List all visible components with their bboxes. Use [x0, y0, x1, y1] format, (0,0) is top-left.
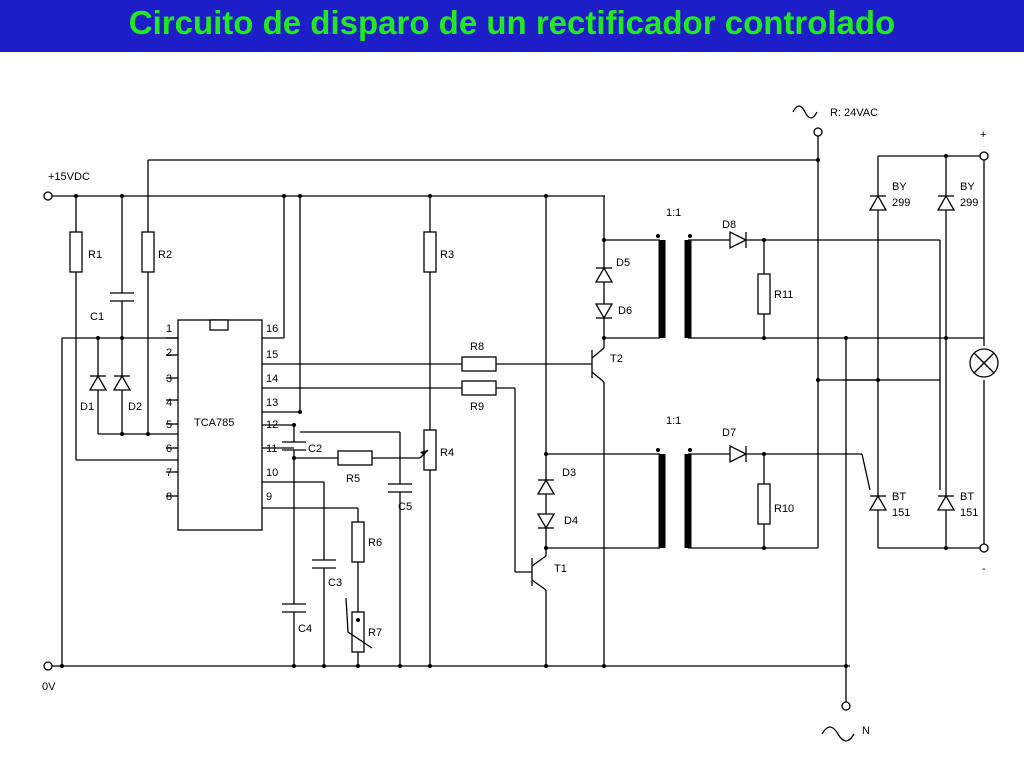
t1-label: T1 — [554, 563, 567, 575]
bt-bot-right-1: BT — [960, 491, 974, 503]
d1-label: D1 — [80, 401, 94, 413]
ic-pin-right: 14 — [266, 373, 278, 385]
bt-bot-right-2: 151 — [960, 507, 978, 519]
c1-label: C1 — [90, 311, 104, 323]
ic-pin-left: 7 — [166, 467, 172, 479]
d6-label: D6 — [618, 305, 632, 317]
t2-label: T2 — [610, 353, 623, 365]
r11-label: R11 — [774, 289, 793, 301]
ic-label: TCA785 — [194, 417, 234, 429]
ratio-bottom-label: 1:1 — [666, 415, 681, 427]
by-top-right-1: BY — [960, 181, 975, 193]
bt-bot-left-2: 151 — [892, 507, 910, 519]
bt-bot-left-1: BT — [892, 491, 906, 503]
r1-label: R1 — [88, 249, 102, 261]
ac-top-label: R: 24VAC — [830, 107, 878, 119]
ic-pin-left: 6 — [166, 443, 172, 455]
r9-label: R9 — [470, 401, 484, 413]
r2-label: R2 — [158, 249, 172, 261]
ic-pin-right: 11 — [266, 443, 277, 455]
title-bar — [0, 0, 1024, 52]
minus-label: - — [982, 563, 986, 575]
ic-pin-left: 5 — [166, 419, 172, 431]
transformer-top — [656, 234, 692, 338]
c1-branch — [110, 196, 134, 338]
r8-label: R8 — [470, 341, 484, 353]
thyristor-bridge — [868, 151, 989, 553]
d8-label: D8 — [722, 219, 736, 231]
d4-label: D4 — [564, 515, 578, 527]
r2-branch — [141, 231, 155, 434]
by-top-right-2: 299 — [960, 197, 978, 209]
ac-sine-icon-bottom — [821, 726, 855, 742]
ic-pin-left: 8 — [166, 491, 172, 503]
ic-pin-left: 4 — [166, 397, 172, 409]
ac-sine-icon-top — [792, 105, 818, 119]
ic-pin-right: 9 — [266, 491, 272, 503]
transformer-bottom — [656, 448, 692, 548]
ic-pin-left: 2 — [166, 347, 172, 359]
r1-branch — [69, 196, 178, 461]
ic-pin-right: 12 — [266, 419, 278, 431]
supply-rails — [43, 159, 850, 671]
r4-label: R4 — [440, 447, 454, 459]
ratio-top-label: 1:1 — [666, 207, 681, 219]
d5-label: D5 — [616, 257, 630, 269]
page-title: Circuito de disparo de un rectificador c… — [128, 4, 896, 41]
supply-gnd-label: 0V — [42, 681, 56, 693]
plus-label: + — [980, 129, 986, 141]
r5-label: R5 — [346, 473, 360, 485]
junction-dots — [60, 154, 948, 668]
ic-pin-left: 1 — [166, 323, 172, 335]
c3-label: C3 — [328, 577, 342, 589]
d2-label: D2 — [128, 401, 142, 413]
c4-label: C4 — [298, 623, 312, 635]
ic-pin-left: 3 — [166, 373, 172, 385]
c2-label: C2 — [308, 443, 322, 455]
r7-label: R7 — [368, 627, 382, 639]
r3-label: R3 — [440, 249, 454, 261]
by-top-left-1: BY — [892, 181, 907, 193]
tca785-ic — [166, 319, 263, 531]
r6-label: R6 — [368, 537, 382, 549]
ic-pin-right: 15 — [266, 349, 278, 361]
transistor-t1 — [531, 548, 547, 666]
ac-bottom-label: N — [862, 725, 870, 737]
c5-label: C5 — [398, 501, 412, 513]
r10-label: R10 — [774, 503, 794, 515]
by-top-left-2: 299 — [892, 197, 910, 209]
d3-label: D3 — [562, 467, 576, 479]
ic-pin-right: 10 — [266, 467, 278, 479]
d1-d2 — [88, 338, 178, 435]
supply-pos-label: +15VDC — [48, 171, 90, 183]
lamp-icon — [969, 348, 999, 378]
transistor-t2 — [591, 338, 605, 666]
ic-pin-right: 13 — [266, 397, 278, 409]
d7-label: D7 — [722, 427, 736, 439]
ic-pin-right: 16 — [266, 323, 278, 335]
